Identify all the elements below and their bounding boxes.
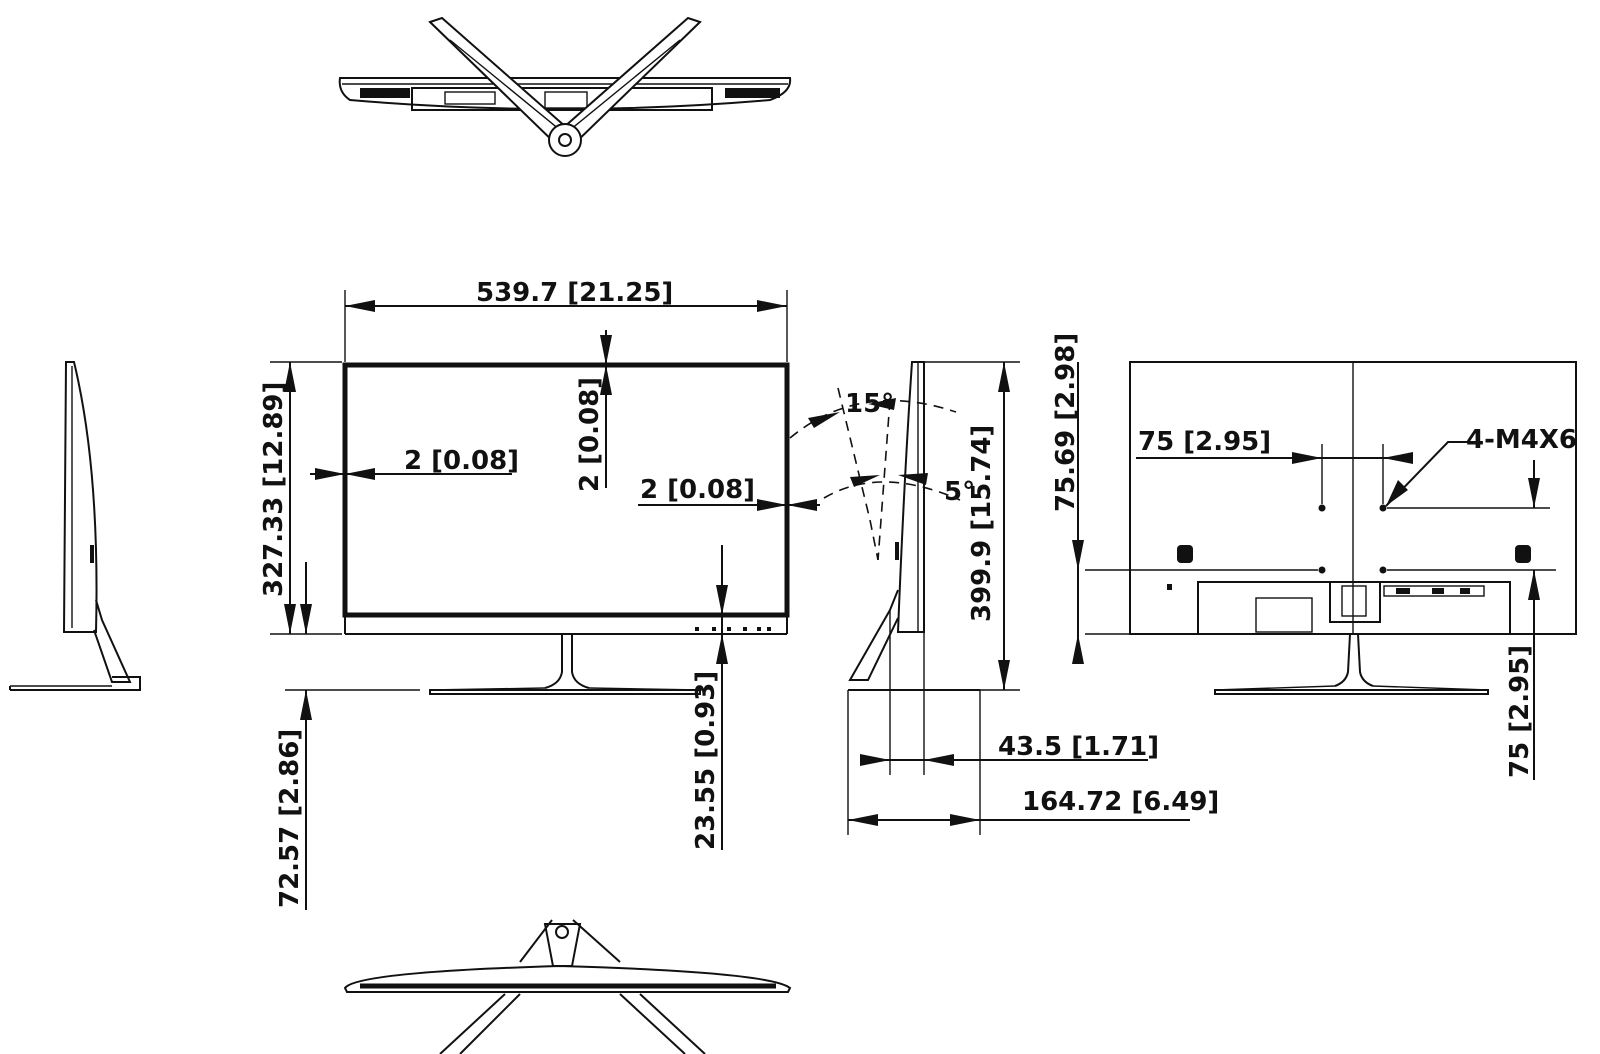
top-view: [338, 16, 792, 157]
left-side-view: [9, 361, 141, 691]
bottom-bezel-label: 23.55 [0.93]: [691, 671, 721, 850]
tilt-back-label: 15°: [845, 389, 894, 419]
back-stand: [1214, 633, 1489, 695]
screw-spec-label: 4-M4X6: [1466, 425, 1577, 455]
front-buttons: [695, 627, 771, 631]
tilt-side-view: 15° 5° 399.9 [15.74] 43.5 [1.71] 164.72 …: [789, 361, 1219, 835]
bezel-top-label: 2 [0.08]: [575, 377, 605, 492]
stand-clearance-label: 72.57 [2.86]: [275, 729, 305, 908]
panel-depth-label: 43.5 [1.71]: [998, 732, 1159, 762]
panel-height-label: 327.33 [12.89]: [259, 382, 289, 597]
bottom-view: [343, 919, 792, 1054]
base-depth-label: 164.72 [6.49]: [1022, 787, 1219, 817]
front-stand: [429, 634, 701, 695]
overall-height-label: 399.9 [15.74]: [967, 425, 997, 622]
top-stand-legs: [428, 16, 702, 157]
vesa-horizontal-label: 75 [2.95]: [1138, 427, 1271, 457]
bezel-left-label: 2 [0.08]: [404, 446, 519, 476]
bezel-right-label: 2 [0.08]: [640, 475, 755, 505]
front-view: 539.7 [21.25] 327.33 [12.89] 2 [0.08] 2 …: [259, 278, 820, 910]
vesa-vertical-label: 75.69 [2.98]: [1051, 333, 1081, 512]
overall-width-label: 539.7 [21.25]: [476, 278, 673, 308]
vesa-spacing-label: 75 [2.95]: [1505, 645, 1535, 778]
back-view: 75.69 [2.98] 75 [2.95] 4-M4X6 75 [2.95]: [1051, 333, 1577, 780]
tilt-forward-label: 5°: [944, 477, 975, 507]
